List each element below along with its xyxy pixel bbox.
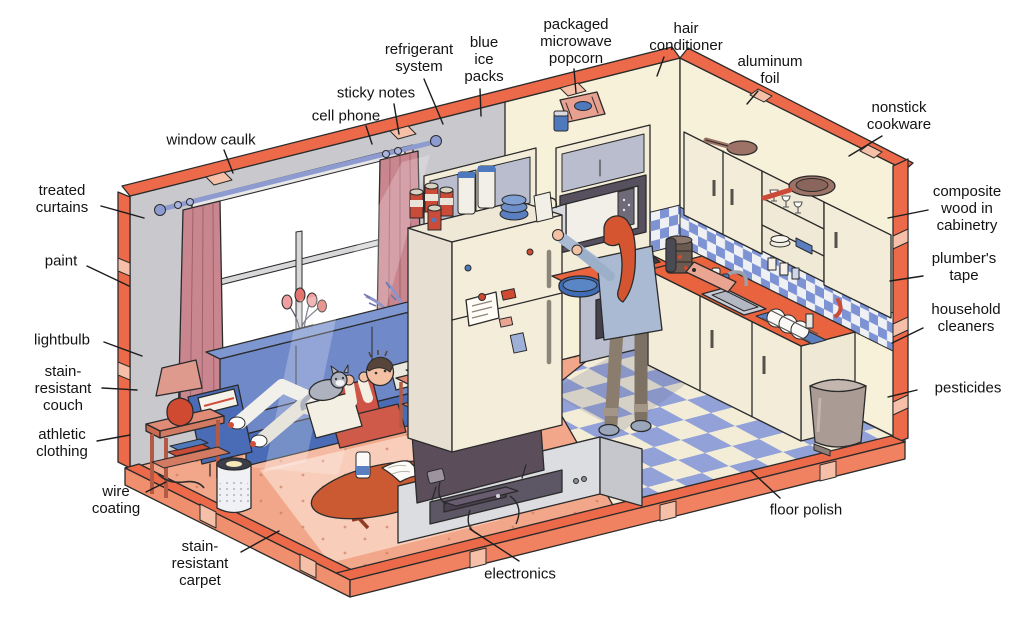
table-shelf [151, 446, 231, 469]
leader-treated-curtains [100, 205, 145, 219]
label-pesticides: pesticides [934, 379, 1002, 397]
label-cell-phone: cell phone [311, 107, 381, 125]
trash-lid [809, 378, 867, 393]
red-throw [331, 403, 407, 449]
blue-jar [553, 113, 569, 132]
leader-plumbers-tape [889, 275, 924, 282]
jug [533, 191, 554, 223]
label-nonstick-cookware: nonstick cookware [866, 99, 932, 133]
leader-aluminum-foil [746, 90, 759, 105]
label-wire-coating: wire coating [91, 483, 141, 517]
person-cooking [552, 215, 677, 437]
pan-handle [761, 187, 793, 201]
label-household-cleaners: household cleaners [931, 301, 1001, 335]
leader-lightbulb [103, 341, 143, 357]
fridge-photo [509, 332, 528, 354]
leader-sticky-notes [393, 103, 400, 135]
cat-tail [300, 393, 312, 412]
leader-wire-coating [145, 481, 167, 493]
label-window-caulk: window caulk [166, 131, 256, 149]
mixing-bowl [558, 275, 602, 298]
label-lightbulb: lightbulb [34, 331, 90, 349]
trash-pedal [813, 443, 831, 457]
cup [355, 451, 371, 479]
hanging-utensil [834, 298, 843, 318]
lamp-base [166, 397, 194, 427]
label-electronics: electronics [484, 565, 556, 583]
trim-notches [117, 82, 909, 579]
bowl-stack [499, 194, 529, 221]
nonstick-pans [703, 137, 836, 201]
media-box [443, 486, 519, 513]
label-paint: paint [44, 252, 78, 270]
cook-hand [552, 229, 564, 241]
clog [630, 419, 652, 433]
label-plumbers-tape: plumber's tape [931, 250, 997, 284]
tv-outlet [426, 468, 446, 484]
clog [598, 423, 620, 437]
popcorn-package [553, 91, 606, 132]
label-refrigerant-system: refrigerant system [384, 41, 454, 75]
label-aluminum-foil: aluminum foil [737, 53, 803, 87]
blue-box [795, 237, 813, 255]
leader-popcorn [573, 68, 577, 94]
kitchen [407, 91, 894, 457]
floor-edge-front [349, 441, 906, 598]
leader-composite-wood [887, 209, 929, 219]
fridge-top-items [409, 165, 558, 231]
leader-athletic-clothing [96, 434, 131, 442]
trash-bin [809, 378, 867, 457]
open-shelves [761, 170, 825, 283]
air-purifier [216, 457, 252, 514]
label-blue-ice-packs: blue ice packs [464, 33, 504, 85]
label-athletic-clothing: athletic clothing [36, 426, 88, 460]
leader-carpet [240, 530, 280, 553]
leader-floor-polish [750, 470, 781, 499]
leader-refrigerant-system [423, 78, 444, 125]
fridge [407, 165, 563, 453]
leader-hair-conditioner [656, 56, 665, 77]
leader-blue-ice-packs [479, 88, 482, 117]
cook-hair [603, 215, 637, 303]
leader-electronics [469, 528, 520, 562]
label-composite-wood-in-cabinetry: composite wood in cabinetry [932, 182, 1002, 234]
hair [366, 356, 394, 373]
table-lamp [155, 359, 203, 427]
leader-paint [86, 265, 130, 287]
dish-rack [755, 308, 827, 345]
leader-nonstick-cookware [848, 135, 883, 157]
leader-pesticides [887, 389, 918, 398]
cup-in-rack [805, 313, 814, 329]
cups [767, 257, 777, 271]
canisters [457, 165, 496, 215]
label-hair-conditioner: hair conditioner [649, 20, 723, 54]
upper-cabinets-right [683, 131, 892, 319]
leader-window-caulk [223, 149, 234, 174]
leader-lines [86, 56, 929, 562]
purifier-grill [219, 482, 249, 506]
cutting-board [685, 261, 737, 293]
label-floor-polish: floor polish [769, 501, 843, 519]
canned-goods [409, 182, 454, 231]
label-stain-resistant-couch: stain- resistant couch [34, 362, 92, 414]
leader-cell-phone [365, 125, 373, 145]
purifier-light [226, 461, 242, 467]
fridge-magnets-and-notes [464, 248, 534, 354]
label-treated-curtains: treated curtains [35, 182, 89, 216]
curtain-rod [154, 135, 442, 216]
label-packaged-microwave-popcorn: packaged microwave popcorn [540, 15, 612, 67]
bottle [665, 237, 677, 273]
leader-household-cleaners [891, 327, 924, 344]
label-sticky-notes: sticky notes [336, 84, 416, 102]
label-stain-resistant-carpet: stain- resistant carpet [171, 537, 229, 589]
power-cord [157, 473, 205, 489]
leader-couch [101, 387, 138, 391]
cat [300, 364, 349, 412]
